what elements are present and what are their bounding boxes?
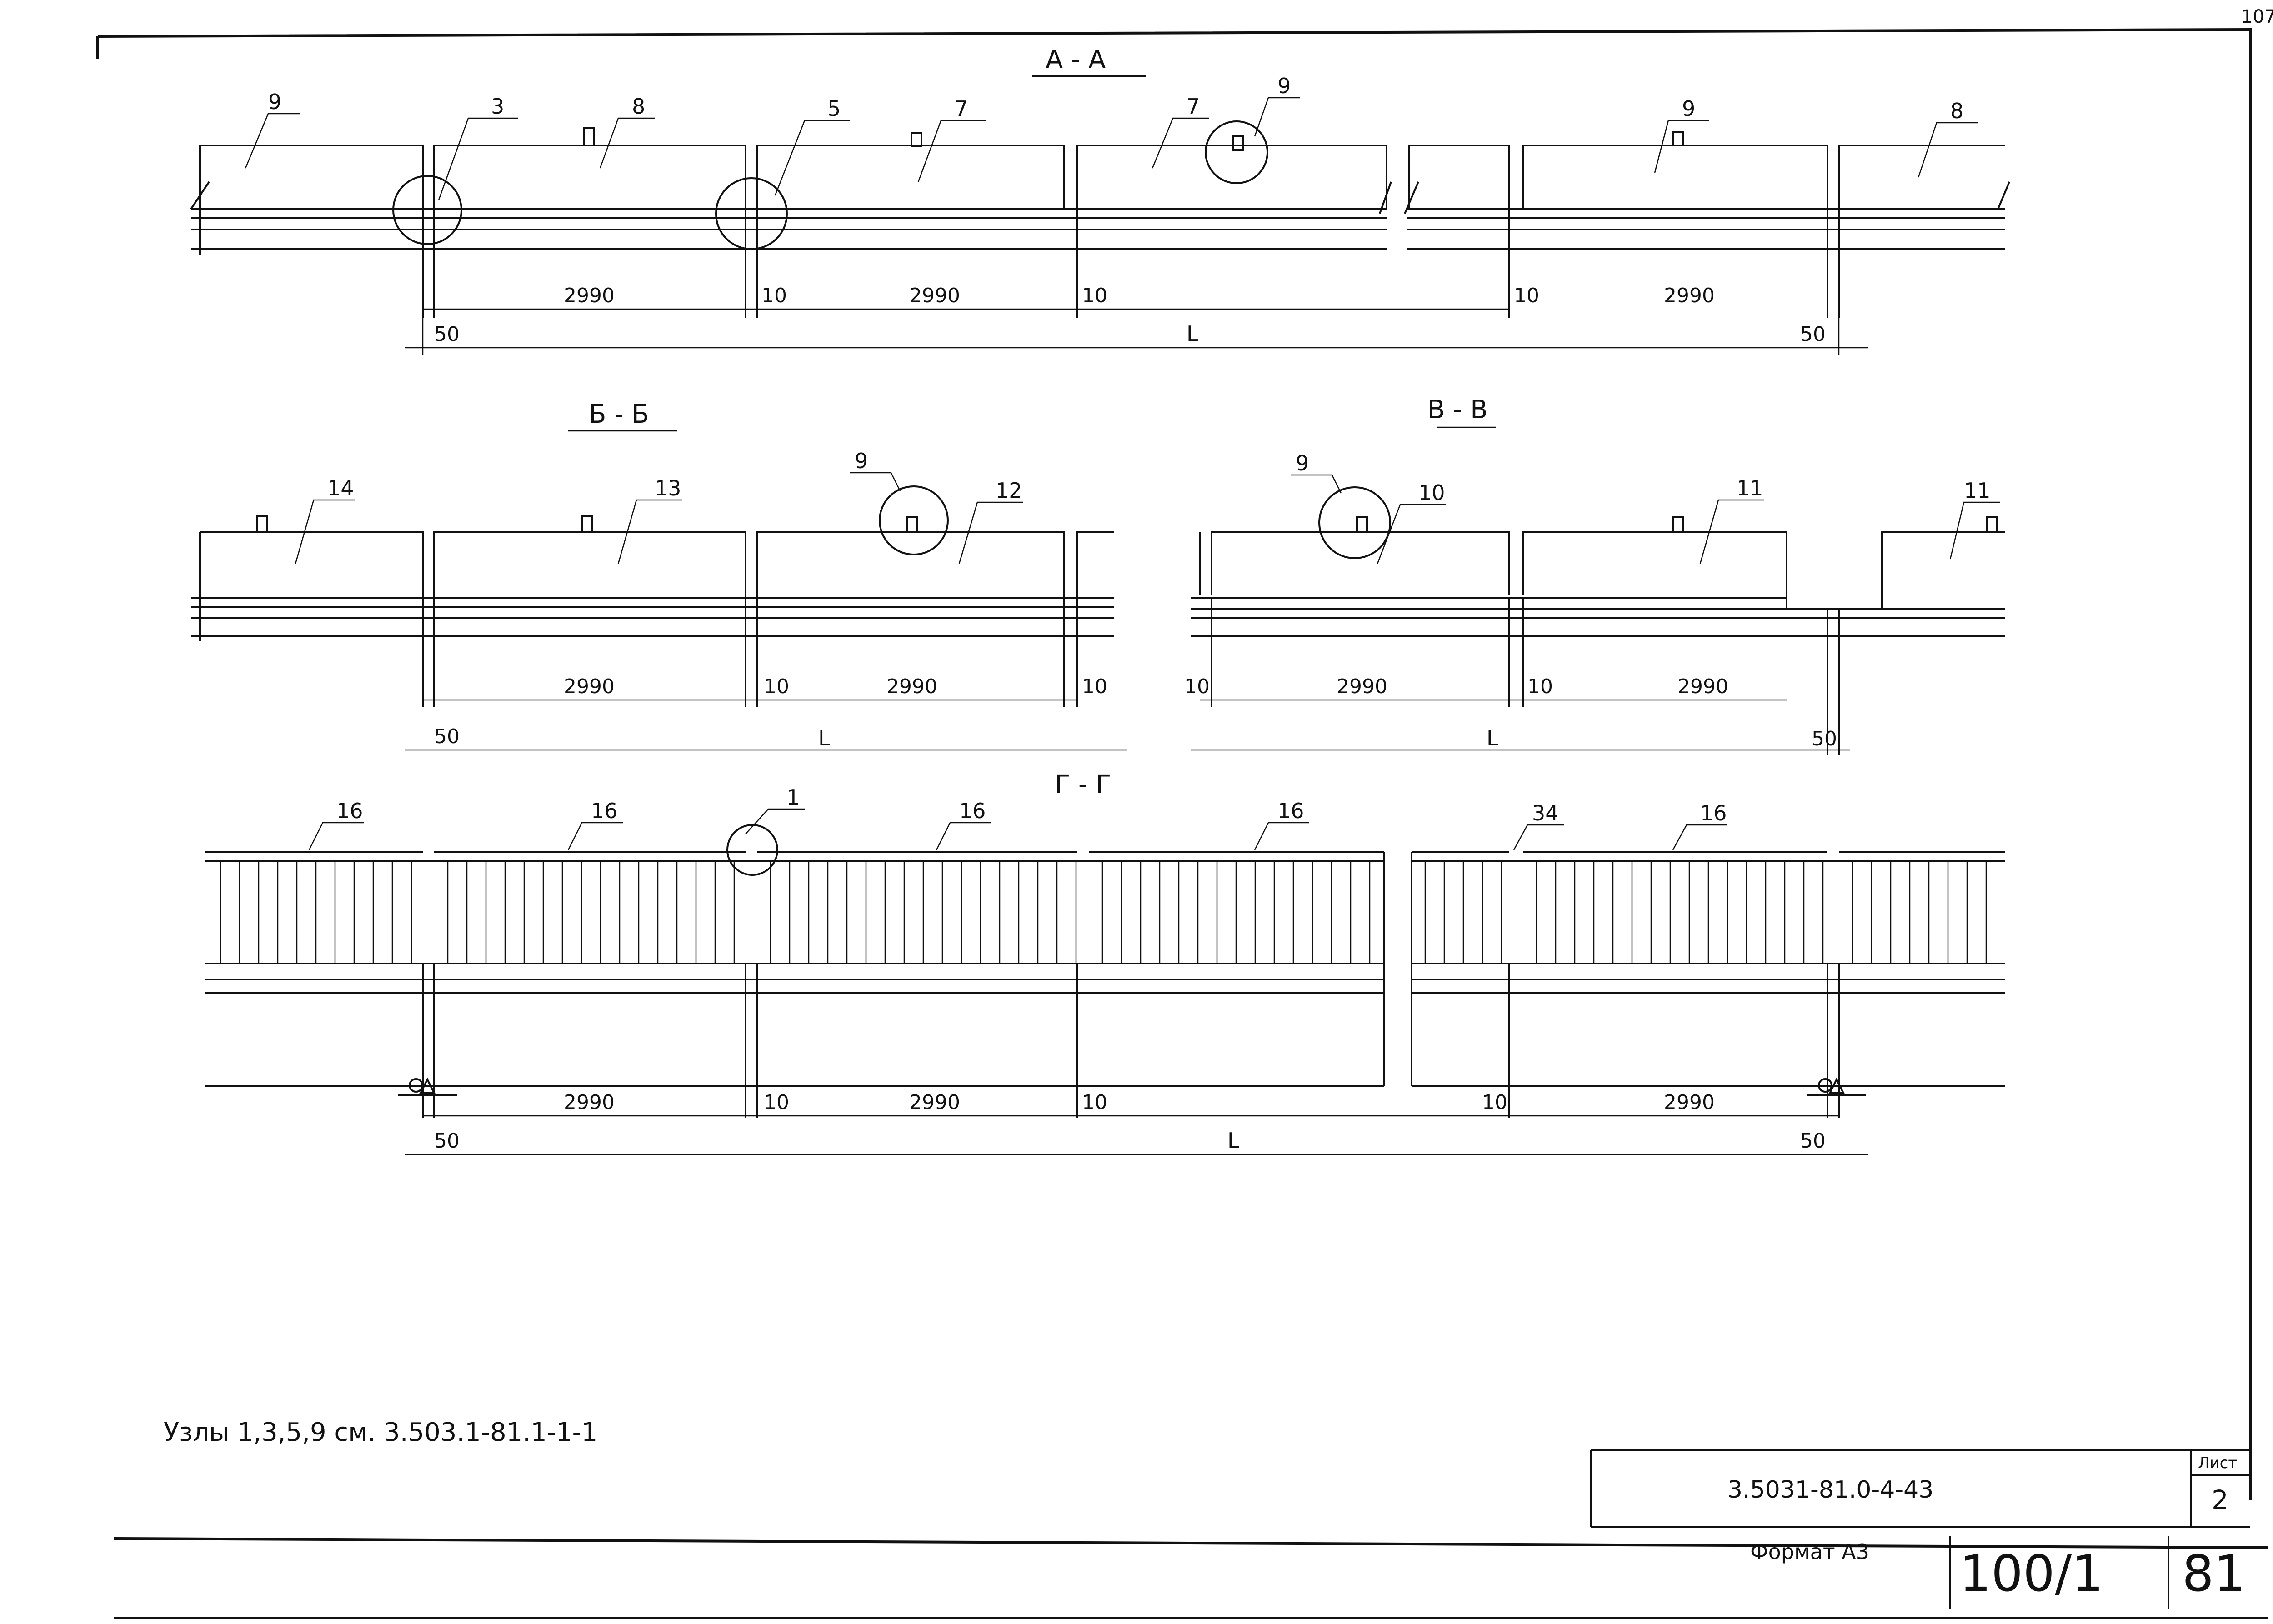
bb-dim-edge: 50	[434, 725, 460, 748]
gg-dim-total: L	[1227, 1128, 1239, 1153]
vv-label-1: 9	[1296, 451, 1309, 475]
aa-label-3: 8	[632, 94, 645, 119]
sheet-frame	[96, 28, 2269, 1619]
section-gg: Г - Г 16 16 1 16 16 34 16 2990 10 2990 1…	[205, 770, 2005, 1155]
aa-dim-span-1: 2990	[564, 284, 615, 307]
bb-dim-total: L	[818, 726, 830, 750]
gg-label-4: 16	[959, 799, 986, 823]
bb-label-1: 14	[327, 476, 354, 500]
nodes-reference-note: Узлы 1,3,5,9 см. 3.503.1-81.1-1-1	[164, 1418, 597, 1447]
aa-label-1: 9	[268, 90, 281, 114]
bb-dim-gap-2: 10	[1082, 675, 1107, 698]
gg-dim-span-2: 2990	[909, 1091, 960, 1114]
section-aa-title: А - А	[1046, 45, 1106, 75]
truss-web	[220, 861, 1987, 964]
aa-label-5: 7	[955, 96, 968, 121]
aa-label-9: 8	[1950, 99, 1963, 123]
aa-label-6: 7	[1187, 94, 1200, 119]
bb-label-4: 12	[996, 478, 1022, 503]
aa-dim-gap-1: 10	[761, 284, 787, 307]
gg-dim-gap-3: 10	[1482, 1091, 1507, 1114]
bb-label-3: 9	[855, 449, 868, 473]
gg-label-1: 16	[336, 799, 363, 823]
page-number: 81	[2182, 1544, 2246, 1603]
gg-dim-gap-1: 10	[764, 1091, 789, 1114]
aa-dim-edge-1: 50	[434, 323, 460, 346]
vv-dim-edge: 50	[1812, 727, 1837, 750]
bb-dim-span-1: 2990	[564, 675, 615, 698]
section-vv-title: В - В	[1427, 395, 1488, 425]
gg-dim-span-1: 2990	[564, 1091, 615, 1114]
album-number: 100/1	[1959, 1544, 2103, 1603]
gg-label-2: 16	[591, 799, 618, 823]
aa-label-2: 3	[491, 94, 504, 119]
aa-dim-gap-3: 10	[1514, 284, 1539, 307]
vv-dim-gap-1: 10	[1184, 675, 1210, 698]
gg-dim-gap-2: 10	[1082, 1091, 1107, 1114]
aa-dim-span-3: 2990	[1664, 284, 1715, 307]
gg-label-6: 34	[1532, 801, 1559, 825]
section-aa: А - А 9 3 8 5 7 7 9 9 8 2990 10 2990	[190, 45, 2010, 355]
gg-dim-edge-2: 50	[1800, 1129, 1826, 1153]
aa-dim-edge-2: 50	[1800, 323, 1826, 346]
gg-label-7: 16	[1700, 801, 1727, 825]
vv-label-2: 10	[1418, 480, 1445, 505]
gg-label-5: 16	[1277, 799, 1304, 823]
bb-dim-gap-1: 10	[764, 675, 789, 698]
gg-dim-edge-1: 50	[434, 1129, 460, 1153]
vv-dim-span-1: 2990	[1337, 675, 1387, 698]
gg-dim-span-3: 2990	[1664, 1091, 1715, 1114]
gg-label-3: 1	[786, 785, 800, 810]
section-vv: В - В 9 10 11 11 10 2990 10 2990 L 50	[1184, 395, 2005, 755]
section-bb: Б - Б 14 13 9 12 2990 10 2990 10 50 L	[191, 400, 1127, 751]
aa-dim-span-2: 2990	[909, 284, 960, 307]
aa-dim-gap-2: 10	[1082, 284, 1107, 307]
title-block: 3.5031-81.0-4-43 Лист 2 Формат А3 100/1 …	[1590, 1449, 2250, 1609]
vv-label-3: 11	[1737, 476, 1763, 500]
section-bb-title: Б - Б	[589, 400, 649, 429]
aa-label-8: 9	[1682, 96, 1695, 121]
aa-label-7: 9	[1277, 74, 1291, 98]
document-code: 3.5031-81.0-4-43	[1727, 1476, 1933, 1504]
sheet-label: Лист	[2198, 1454, 2237, 1472]
corner-mark: 107	[2241, 6, 2273, 27]
aa-label-4: 5	[827, 96, 841, 121]
section-gg-title: Г - Г	[1055, 770, 1111, 800]
vv-dim-total: L	[1487, 726, 1498, 750]
sheet-number: 2	[2212, 1484, 2228, 1515]
bb-dim-span-2: 2990	[886, 675, 937, 698]
format-label: Формат А3	[1750, 1539, 1869, 1564]
vv-dim-span-2: 2990	[1677, 675, 1728, 698]
vv-label-4: 11	[1964, 478, 1991, 503]
bb-label-2: 13	[655, 476, 681, 500]
vv-dim-gap-2: 10	[1527, 675, 1553, 698]
aa-dim-total: L	[1187, 321, 1198, 346]
